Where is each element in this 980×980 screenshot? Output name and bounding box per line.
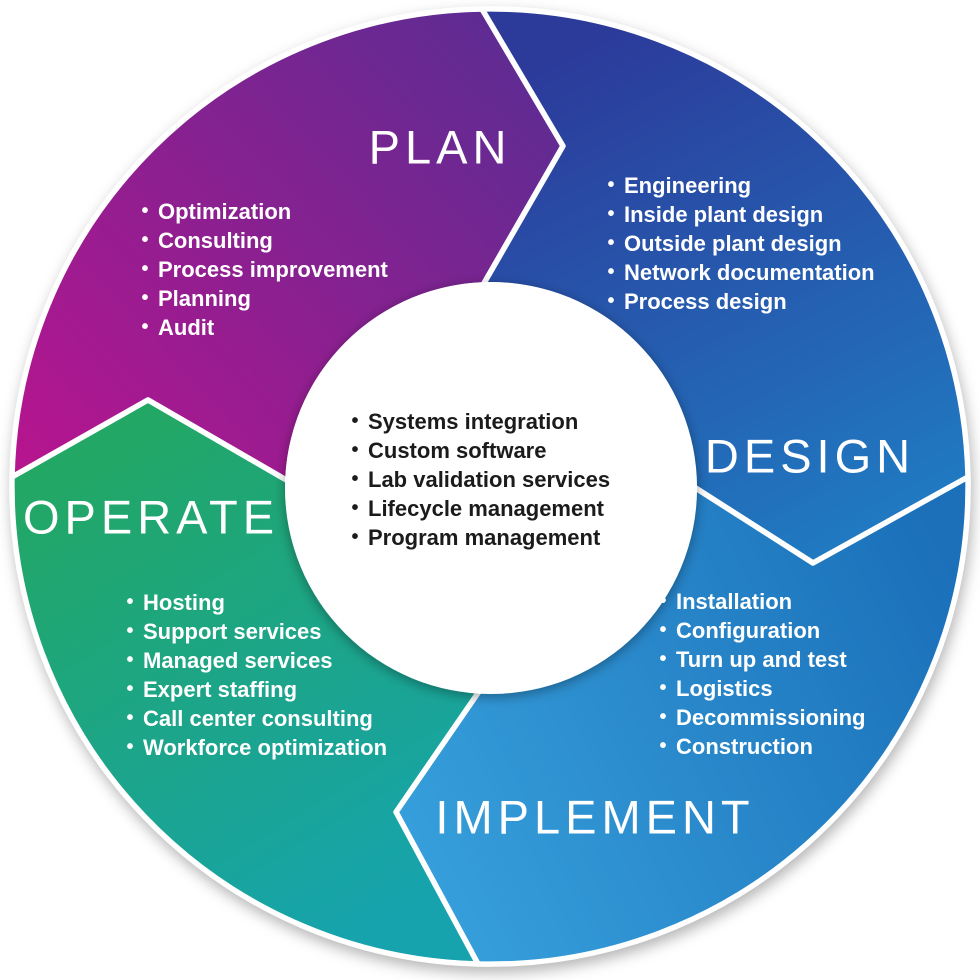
implement-section-title: IMPLEMENT [435,790,755,844]
bullet-dot: • [126,591,134,613]
bullet-dot: • [141,287,149,309]
list-item-text: Turn up and test [676,646,847,672]
center-circle [285,282,697,694]
bullet-dot: • [126,649,134,671]
list-item: • Program management [349,523,610,552]
list-item-text: Planning [158,285,251,311]
bullet-dot: • [126,736,134,758]
list-item-text: Optimization [158,198,292,224]
list-item: • Logistics [657,674,865,703]
bullet-dot: • [659,706,667,728]
list-item: • Planning [139,284,388,313]
list-item-text: Configuration [676,617,821,643]
bullet-dot: • [659,735,667,757]
list-item-text: Engineering [624,172,752,198]
list-item-text: Call center consulting [143,705,373,731]
bullet-dot: • [141,200,149,222]
center-items-list: • Systems integration • Custom software • Lab… [349,407,610,552]
list-item: • Configuration [657,616,865,645]
list-item: • Installation [657,587,865,616]
list-item: • Process design [605,287,875,316]
bullet-dot: • [141,258,149,280]
list-item-text: Construction [676,733,813,759]
bullet-dot: • [607,174,615,196]
list-item-text: Process design [624,288,787,314]
bullet-dot: • [351,468,359,490]
list-item: • Lab validation services [349,465,610,494]
design-items-list: • Engineering • Inside plant design • Outside… [605,171,875,316]
bullet-dot: • [659,648,667,670]
operate-items-list: • Hosting • Support services • Managed servic… [124,588,387,762]
list-item: • Engineering [605,171,875,200]
list-item: • Inside plant design [605,200,875,229]
list-item: • Consulting [139,226,388,255]
list-item-text: Outside plant design [624,230,842,256]
list-item: • Network documentation [605,258,875,287]
list-item-text: Lifecycle management [368,495,604,521]
bullet-dot: • [126,707,134,729]
list-item-text: Network documentation [624,259,875,285]
bullet-dot: • [141,316,149,338]
list-item: • Optimization [139,197,388,226]
bullet-dot: • [126,678,134,700]
bullet-dot: • [351,410,359,432]
list-item: • Hosting [124,588,387,617]
list-item-text: Audit [158,314,215,340]
bullet-dot: • [607,290,615,312]
bullet-dot: • [126,620,134,642]
bullet-dot: • [141,229,149,251]
list-item-text: Lab validation services [368,466,611,492]
list-item: • Turn up and test [657,645,865,674]
bullet-dot: • [351,439,359,461]
list-item: • Custom software [349,436,610,465]
list-item-text: Program management [368,524,601,550]
list-item-text: Hosting [143,589,225,615]
operate-section-title: OPERATE [22,490,280,544]
bullet-dot: • [607,203,615,225]
bullet-dot: • [351,526,359,548]
list-item-text: Process improvement [158,256,388,282]
list-item-text: Managed services [143,647,333,673]
list-item: • Systems integration [349,407,610,436]
list-item: • Construction [657,732,865,761]
list-item: • Audit [139,313,388,342]
list-item-text: Installation [676,588,793,614]
list-item: • Lifecycle management [349,494,610,523]
list-item: • Workforce optimization [124,733,387,762]
bullet-dot: • [351,497,359,519]
list-item: • Outside plant design [605,229,875,258]
list-item: • Managed services [124,646,387,675]
list-item: • Call center consulting [124,704,387,733]
list-item: • Support services [124,617,387,646]
list-item-text: Support services [143,618,322,644]
list-item: • Expert staffing [124,675,387,704]
list-item-text: Custom software [368,437,547,463]
bullet-dot: • [659,590,667,612]
list-item: • Process improvement [139,255,388,284]
list-item-text: Workforce optimization [143,734,388,760]
list-item: • Decommissioning [657,703,865,732]
plan-items-list: • Optimization • Consulting • Process improve… [139,197,388,342]
list-item-text: Inside plant design [624,201,824,227]
bullet-dot: • [659,677,667,699]
list-item-text: Systems integration [368,408,579,434]
list-item-text: Decommissioning [676,704,866,730]
design-section-title: DESIGN [704,429,916,483]
bullet-dot: • [607,261,615,283]
plan-section-title: PLAN [368,120,512,174]
bullet-dot: • [659,619,667,641]
bullet-dot: • [607,232,615,254]
list-item-text: Expert staffing [143,676,298,702]
implement-items-list: • Installation • Configuration • Turn up and … [657,587,865,761]
list-item-text: Logistics [676,675,773,701]
list-item-text: Consulting [158,227,273,253]
